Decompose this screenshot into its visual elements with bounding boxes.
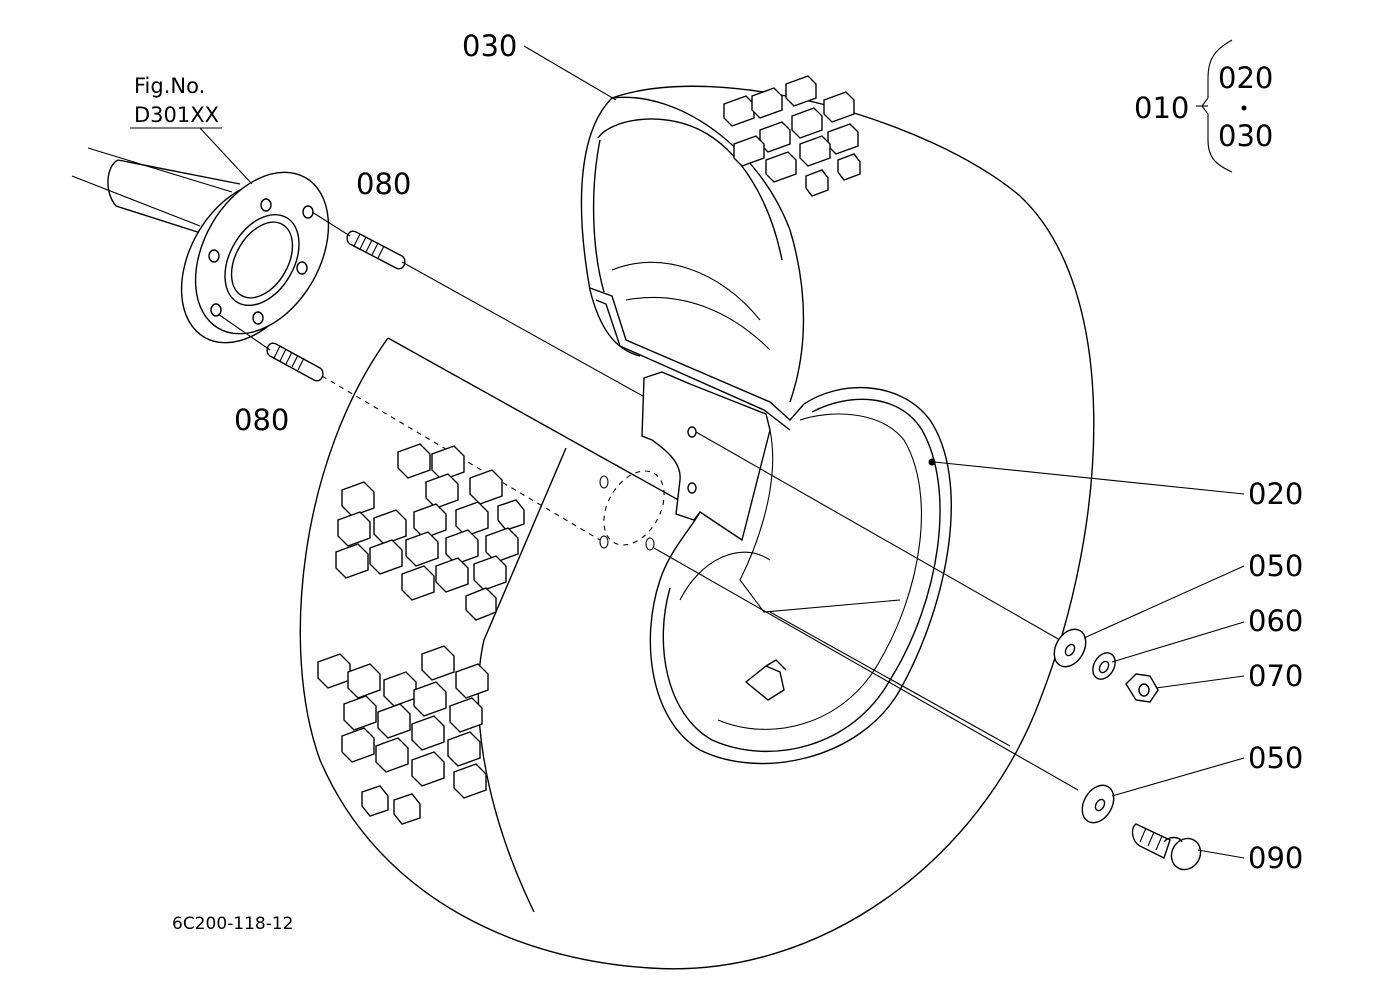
callout-rim: 020 [1248, 477, 1303, 511]
tire-body [299, 85, 1095, 970]
callout-washer-upper: 050 [1248, 549, 1303, 583]
callout-washer-lower: 050 [1248, 741, 1303, 775]
callout-stud-upper: 080 [356, 167, 411, 201]
washer-lower [1081, 784, 1115, 824]
assembly-item-2: 030 [1218, 119, 1273, 153]
fig-label: Fig.No. [134, 74, 205, 98]
leader-lines [130, 45, 1245, 859]
assembly-bracket [1196, 39, 1247, 173]
axle-shaft [71, 147, 241, 237]
callout-nut: 070 [1248, 659, 1303, 693]
callout-lock-washer: 060 [1248, 604, 1303, 638]
callout-tire: 030 [462, 29, 517, 63]
tread-pattern [317, 75, 861, 825]
drawing-code: 6C200-118-12 [172, 914, 293, 934]
hex-nut [1125, 673, 1159, 703]
assembly-item-1: 020 [1218, 61, 1273, 95]
washer-upper [1053, 628, 1087, 668]
assembly-label: 010 [1134, 91, 1189, 125]
stud-upper [311, 211, 651, 401]
callout-bolt: 090 [1248, 841, 1303, 875]
fig-ref: D301XX [134, 103, 219, 127]
lock-washer [1092, 652, 1116, 680]
wheel-bolt [1131, 823, 1202, 871]
callout-stud-lower: 080 [234, 403, 289, 437]
hub-flange [180, 171, 330, 344]
